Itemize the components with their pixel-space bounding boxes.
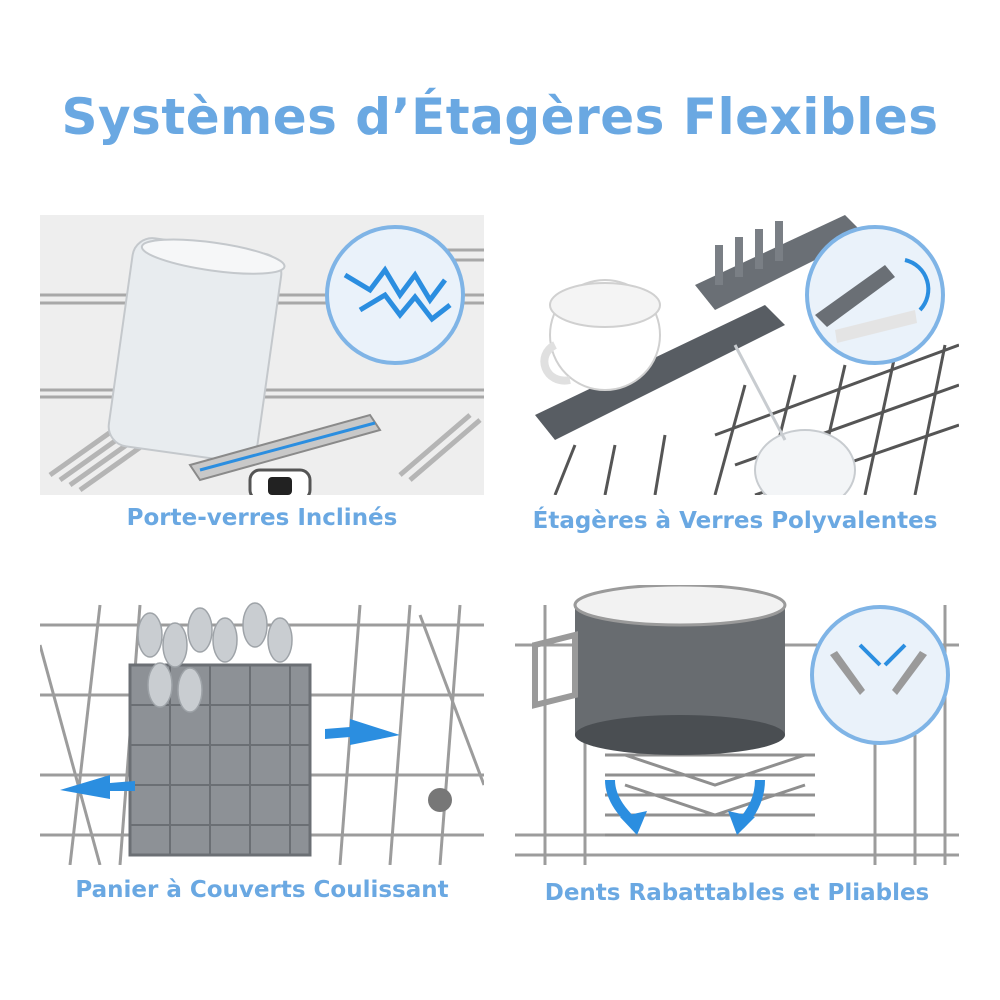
multipurpose-shelf-illustration xyxy=(515,215,959,495)
foldable-tines-image xyxy=(515,585,959,865)
cutlery-basket-illustration xyxy=(40,585,484,865)
foldable-tines-illustration xyxy=(515,585,959,865)
tilted-glass-holder-illustration xyxy=(40,215,484,495)
multipurpose-shelf-image xyxy=(515,215,959,495)
tilted-glass-holder-image xyxy=(40,215,484,495)
caption-tilted-glass-holder: Porte-verres Inclinés xyxy=(126,505,398,531)
caption-cutlery-basket: Panier à Couverts Coulissant xyxy=(75,877,449,903)
caption-foldable-tines: Dents Rabattables et Pliables xyxy=(544,880,930,906)
cutlery-basket-image xyxy=(40,585,484,865)
page-title: Systèmes d’Étagères Flexibles xyxy=(61,88,939,146)
caption-multipurpose-shelf: Étagères à Verres Polyvalentes xyxy=(532,508,938,534)
